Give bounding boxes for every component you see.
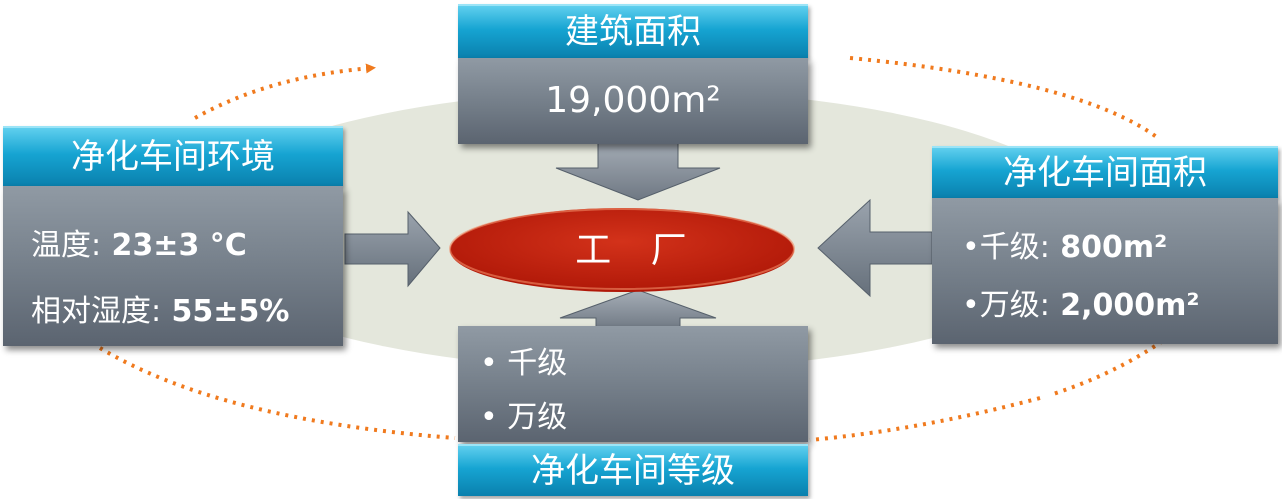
- dotted-arc-bottom-right: [809, 396, 1041, 442]
- factory-label: 工 厂: [575, 230, 701, 271]
- cleanroom-grade-title: 净化车间等级: [458, 444, 808, 496]
- cleanroom-area-title: 净化车间面积: [932, 146, 1278, 198]
- dotted-arc-bottom-left: [98, 346, 456, 440]
- cleanroom-area-body: •千级: 800m² •万级: 2,000m²: [932, 198, 1278, 344]
- arrow-right-from-env: [344, 210, 441, 288]
- humidity-label: 相对湿度:: [31, 294, 162, 329]
- arrow-down-from-building-area: [555, 139, 721, 201]
- cleanroom-area-box: 净化车间面积 •千级: 800m² •万级: 2,000m²: [932, 146, 1278, 344]
- factory-ellipse-rim: [449, 208, 795, 290]
- cleanroom-env-body: 温度: 23±3 °C 相对湿度: 55±5%: [3, 186, 343, 346]
- grade-item-1000: • 千级: [480, 346, 568, 381]
- class-10000-area-label: •万级:: [962, 288, 1050, 323]
- factory-ellipse: [450, 208, 794, 292]
- class-1000-area-label: •千级:: [962, 230, 1050, 265]
- building-area-title: 建筑面积: [458, 4, 808, 58]
- class-1000-area-line: •千级: 800m²: [962, 222, 1167, 266]
- cleanroom-env-title: 净化车间环境: [3, 126, 343, 186]
- class-10000-area-line: •万级: 2,000m²: [962, 280, 1200, 324]
- cleanroom-grade-body: • 千级 • 万级: [458, 326, 808, 442]
- building-area-value: 19,000m²: [545, 80, 721, 121]
- temperature-line: 温度: 23±3 °C: [31, 220, 247, 264]
- arrow-left-from-area: [817, 198, 933, 298]
- cleanroom-grade-box: • 千级 • 万级 净化车间等级: [458, 326, 808, 496]
- class-1000-area-value: 800m²: [1049, 230, 1168, 265]
- dotted-arc-top-left: [194, 63, 376, 120]
- building-area-box: 建筑面积 19,000m²: [458, 4, 808, 144]
- building-area-body: 19,000m²: [458, 58, 808, 144]
- humidity-value: 55±5%: [161, 294, 290, 329]
- grade-item-10000: • 万级: [480, 400, 568, 435]
- cleanroom-env-box: 净化车间环境 温度: 23±3 °C 相对湿度: 55±5%: [3, 126, 343, 346]
- class-10000-area-value: 2,000m²: [1049, 288, 1200, 323]
- temperature-value: 23±3 °C: [101, 228, 247, 263]
- humidity-line: 相对湿度: 55±5%: [31, 286, 289, 330]
- temperature-label: 温度:: [31, 228, 102, 263]
